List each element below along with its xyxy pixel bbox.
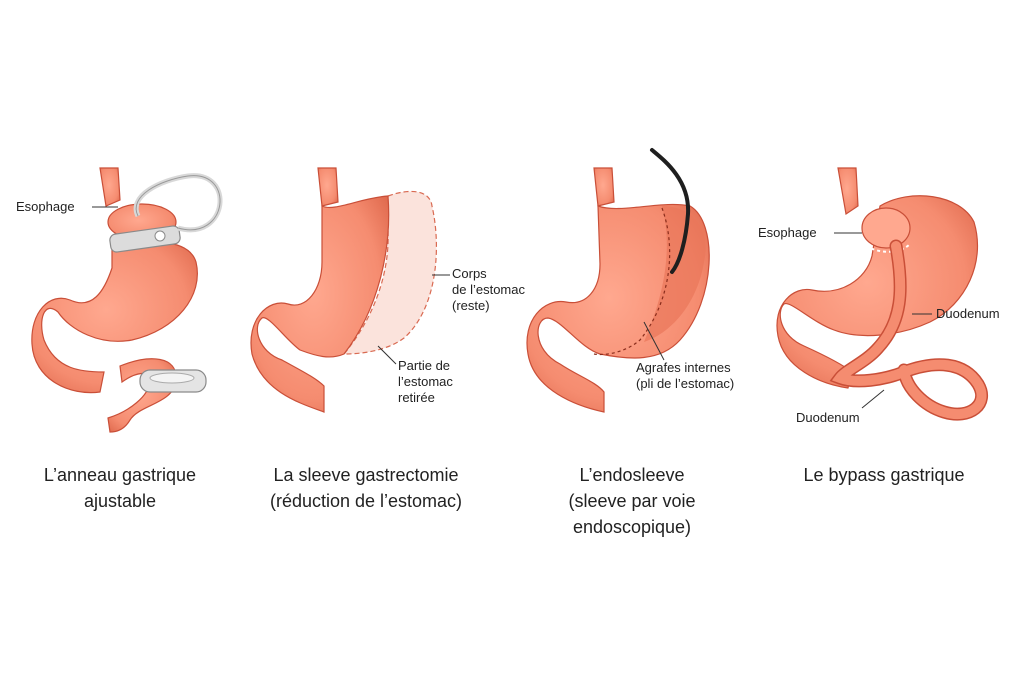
caption-bypass: Le bypass gastrique <box>764 462 1004 488</box>
band-lock-shape <box>154 230 166 242</box>
caption-line: L’endosleeve <box>579 465 685 485</box>
stomach-body-label: Corps de l’estomac (reste) <box>452 266 525 314</box>
duodenum-bottom-leader-line <box>861 389 885 409</box>
sleeve-stomach-shape <box>250 195 390 413</box>
caption-line: La sleeve gastrectomie <box>273 465 459 485</box>
stomach-body-label-line: (reste) <box>452 298 490 313</box>
caption-endosleeve: L’endosleeve (sleeve par voie endoscopiq… <box>512 462 752 540</box>
sutures-label-line: (pli de l’estomac) <box>636 376 735 391</box>
sutures-label-line: Agrafes internes <box>636 360 731 375</box>
esophagus-shape <box>317 167 339 207</box>
esophagus-label-band: Esophage <box>16 199 75 214</box>
panel-bypass-illustration <box>776 167 989 421</box>
duodenum-label-bottom: Duodenum <box>796 410 860 425</box>
caption-gastric-band: L’anneau gastrique ajustable <box>0 462 240 514</box>
panel-endosleeve-illustration <box>526 148 710 413</box>
removed-part-label-line: l’estomac <box>398 374 453 389</box>
duodenum-label-right: Duodenum <box>936 306 1000 321</box>
caption-line: ajustable <box>83 491 157 511</box>
caption-line: Le bypass gastrique <box>803 465 965 485</box>
caption-line: endoscopique) <box>572 517 692 537</box>
panel-sleeve-illustration <box>250 167 450 413</box>
endoscope-shape <box>650 148 691 274</box>
esophagus-shape <box>593 167 615 207</box>
esophagus-shape <box>837 167 859 216</box>
sutures-label: Agrafes internes (pli de l’estomac) <box>636 360 734 392</box>
stomach-shape <box>31 241 198 394</box>
caption-line: L’anneau gastrique <box>43 465 197 485</box>
caption-sleeve: La sleeve gastrectomie (réduction de l’e… <box>246 462 486 514</box>
caption-line: (sleeve par voie <box>568 491 696 511</box>
sutures-leader-line <box>643 321 665 361</box>
esophagus-shape <box>99 167 121 207</box>
removed-leader-line <box>377 345 397 365</box>
suture-line-shape <box>593 207 671 356</box>
removed-part-label-line: retirée <box>398 390 435 405</box>
stomach-body-label-line: de l’estomac <box>452 282 525 297</box>
gastric-pouch-shape <box>861 207 911 249</box>
endosleeve-stomach-shape <box>526 203 710 413</box>
caption-line: (réduction de l’estomac) <box>269 491 463 511</box>
removed-part-label-line: Partie de <box>398 358 451 373</box>
removed-part-shape <box>342 190 437 355</box>
removed-part-label: Partie de l’estomac retirée <box>398 358 453 406</box>
esophagus-label-bypass: Esophage <box>758 225 817 240</box>
stomach-body-label-line: Corps <box>452 266 487 281</box>
panel-band-illustration <box>31 167 223 433</box>
remnant-stomach-shape <box>776 195 979 389</box>
